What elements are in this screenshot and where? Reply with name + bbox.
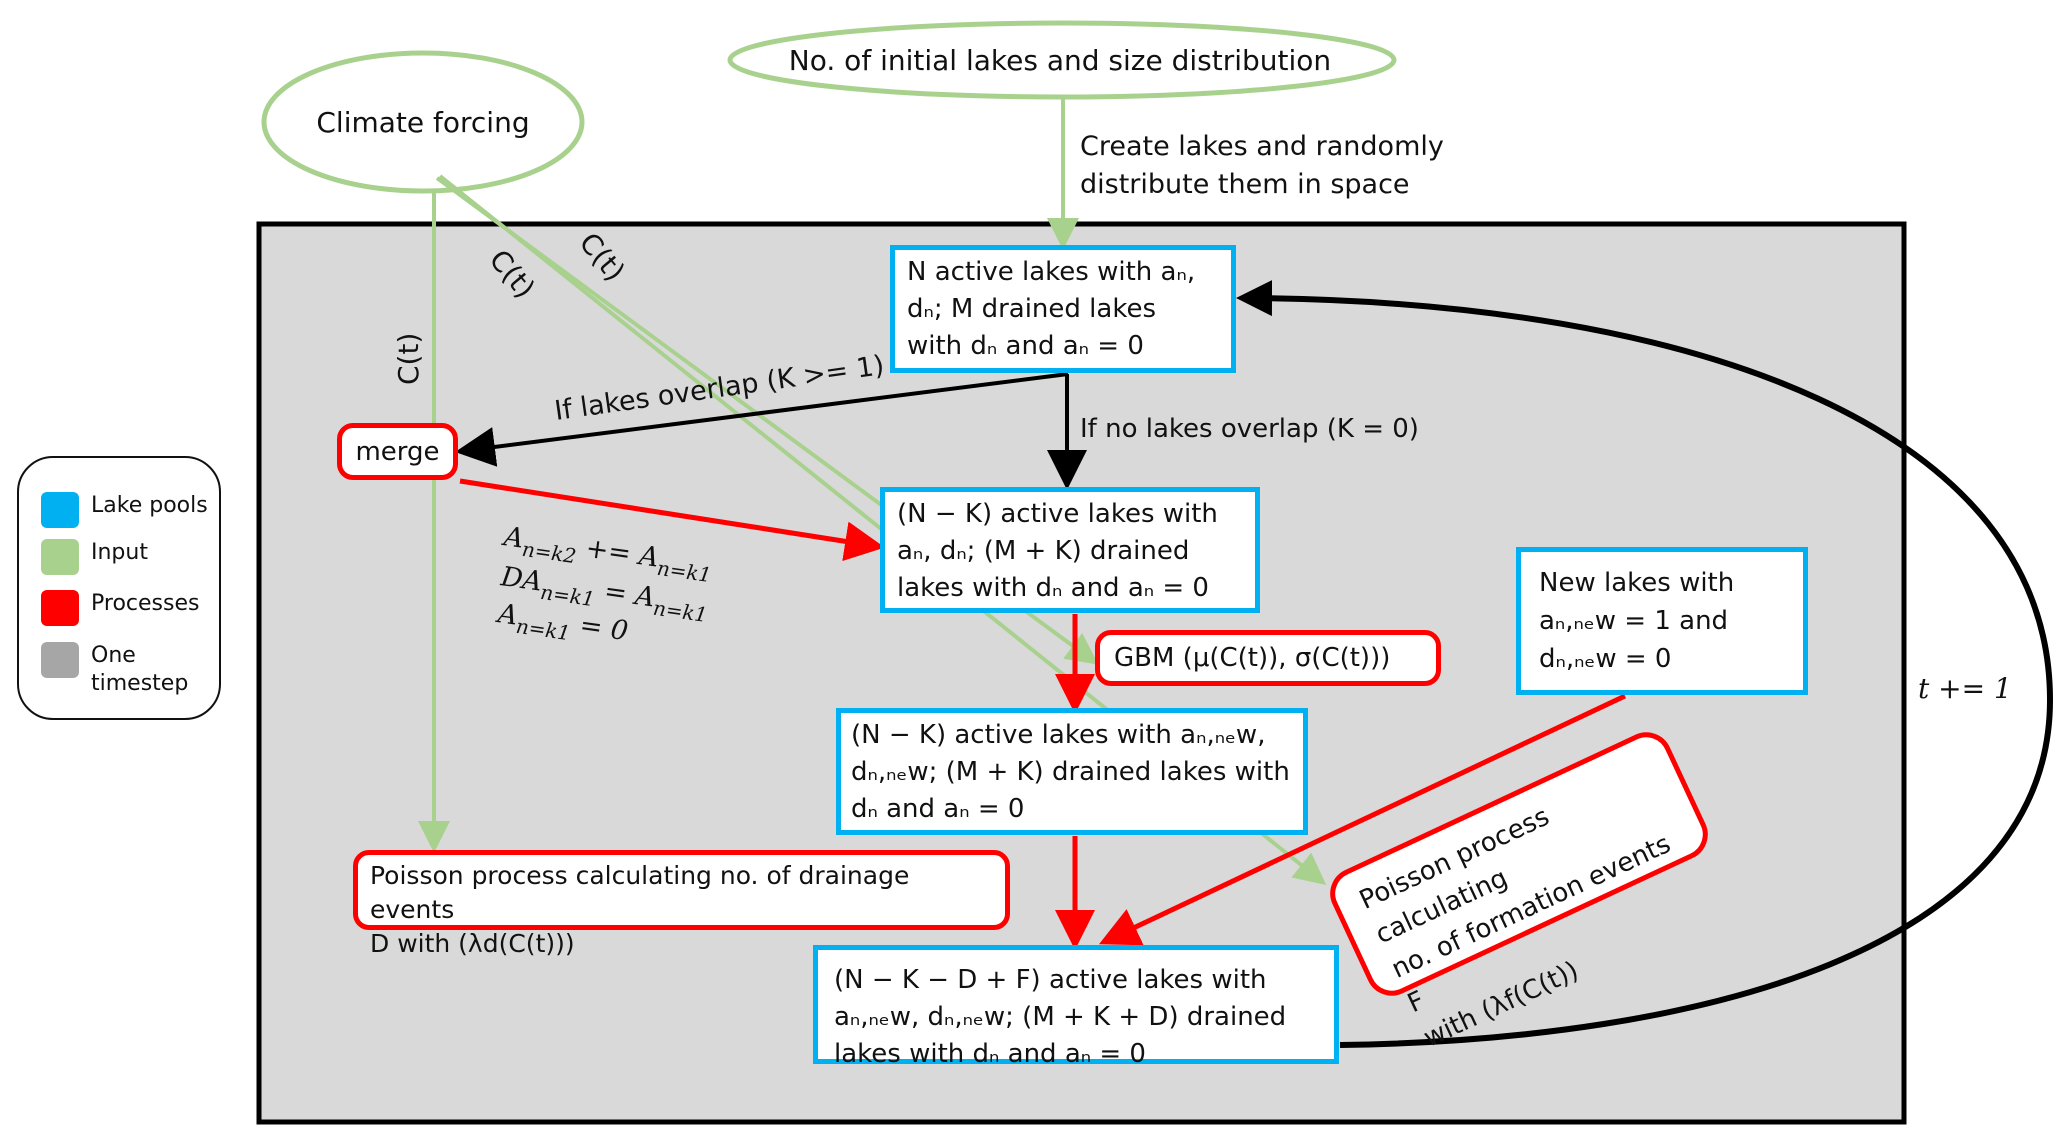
timestep-label: t += 1 — [1918, 672, 2012, 705]
legend-label: Processes — [91, 591, 200, 616]
climate-forcing-label: Climate forcing — [316, 106, 529, 139]
ct-label-vertical: C(t) — [392, 333, 425, 385]
timestep-swatch — [41, 642, 79, 678]
legend-item-one-timestep: One timestep — [41, 642, 188, 698]
no-overlap-label: If no lakes overlap (K = 0) — [1080, 414, 1419, 444]
legend: Lake pools Input Processes One timestep — [17, 456, 221, 720]
create-lakes-note-line2: distribute them in space — [1080, 169, 1410, 200]
legend-item-input: Input — [41, 539, 148, 575]
input-swatch — [41, 539, 79, 575]
pool-final-node: (N − K − D + F) active lakes with aₙ,ₙₑw… — [813, 945, 1339, 1069]
lake-pools-swatch — [41, 492, 79, 528]
legend-label: Lake pools — [91, 493, 208, 518]
gbm-node: GBM (μ(C(t)), σ(C(t))) — [1095, 630, 1441, 686]
pool-initial-node: N active lakes with aₙ, dₙ; M drained la… — [890, 245, 1236, 373]
pool-after-merge-node: (N − K) active lakes with aₙ, dₙ; (M + K… — [880, 487, 1260, 613]
merge-node: merge — [337, 423, 458, 480]
legend-label: Input — [91, 540, 148, 565]
processes-swatch — [41, 590, 79, 626]
poisson-drainage-node: Poisson process calculating no. of drain… — [353, 850, 1010, 958]
merge-rule-3: An=k1 = 0 — [492, 598, 630, 653]
legend-item-processes: Processes — [41, 590, 199, 626]
merge-to-pool-edge — [459, 478, 885, 562]
formation-edge — [1098, 693, 1627, 946]
new-lakes-node: New lakes with aₙ,ₙₑw = 1 and dₙ,ₙₑw = 0 — [1516, 547, 1808, 695]
pool-after-growth-node: (N − K) active lakes with aₙ,ₙₑw, dₙ,ₙₑw… — [836, 708, 1308, 835]
legend-item-lake-pools: Lake pools — [41, 492, 208, 528]
timestep-loop-edge — [1236, 280, 2054, 1048]
climate-forcing-node — [261, 50, 585, 194]
initial-lakes-label: No. of initial lakes and size distributi… — [789, 44, 1331, 77]
create-lakes-note-line1: Create lakes and randomly — [1080, 131, 1444, 162]
overlap-edge — [455, 372, 1069, 467]
legend-label: One timestep — [91, 643, 189, 696]
